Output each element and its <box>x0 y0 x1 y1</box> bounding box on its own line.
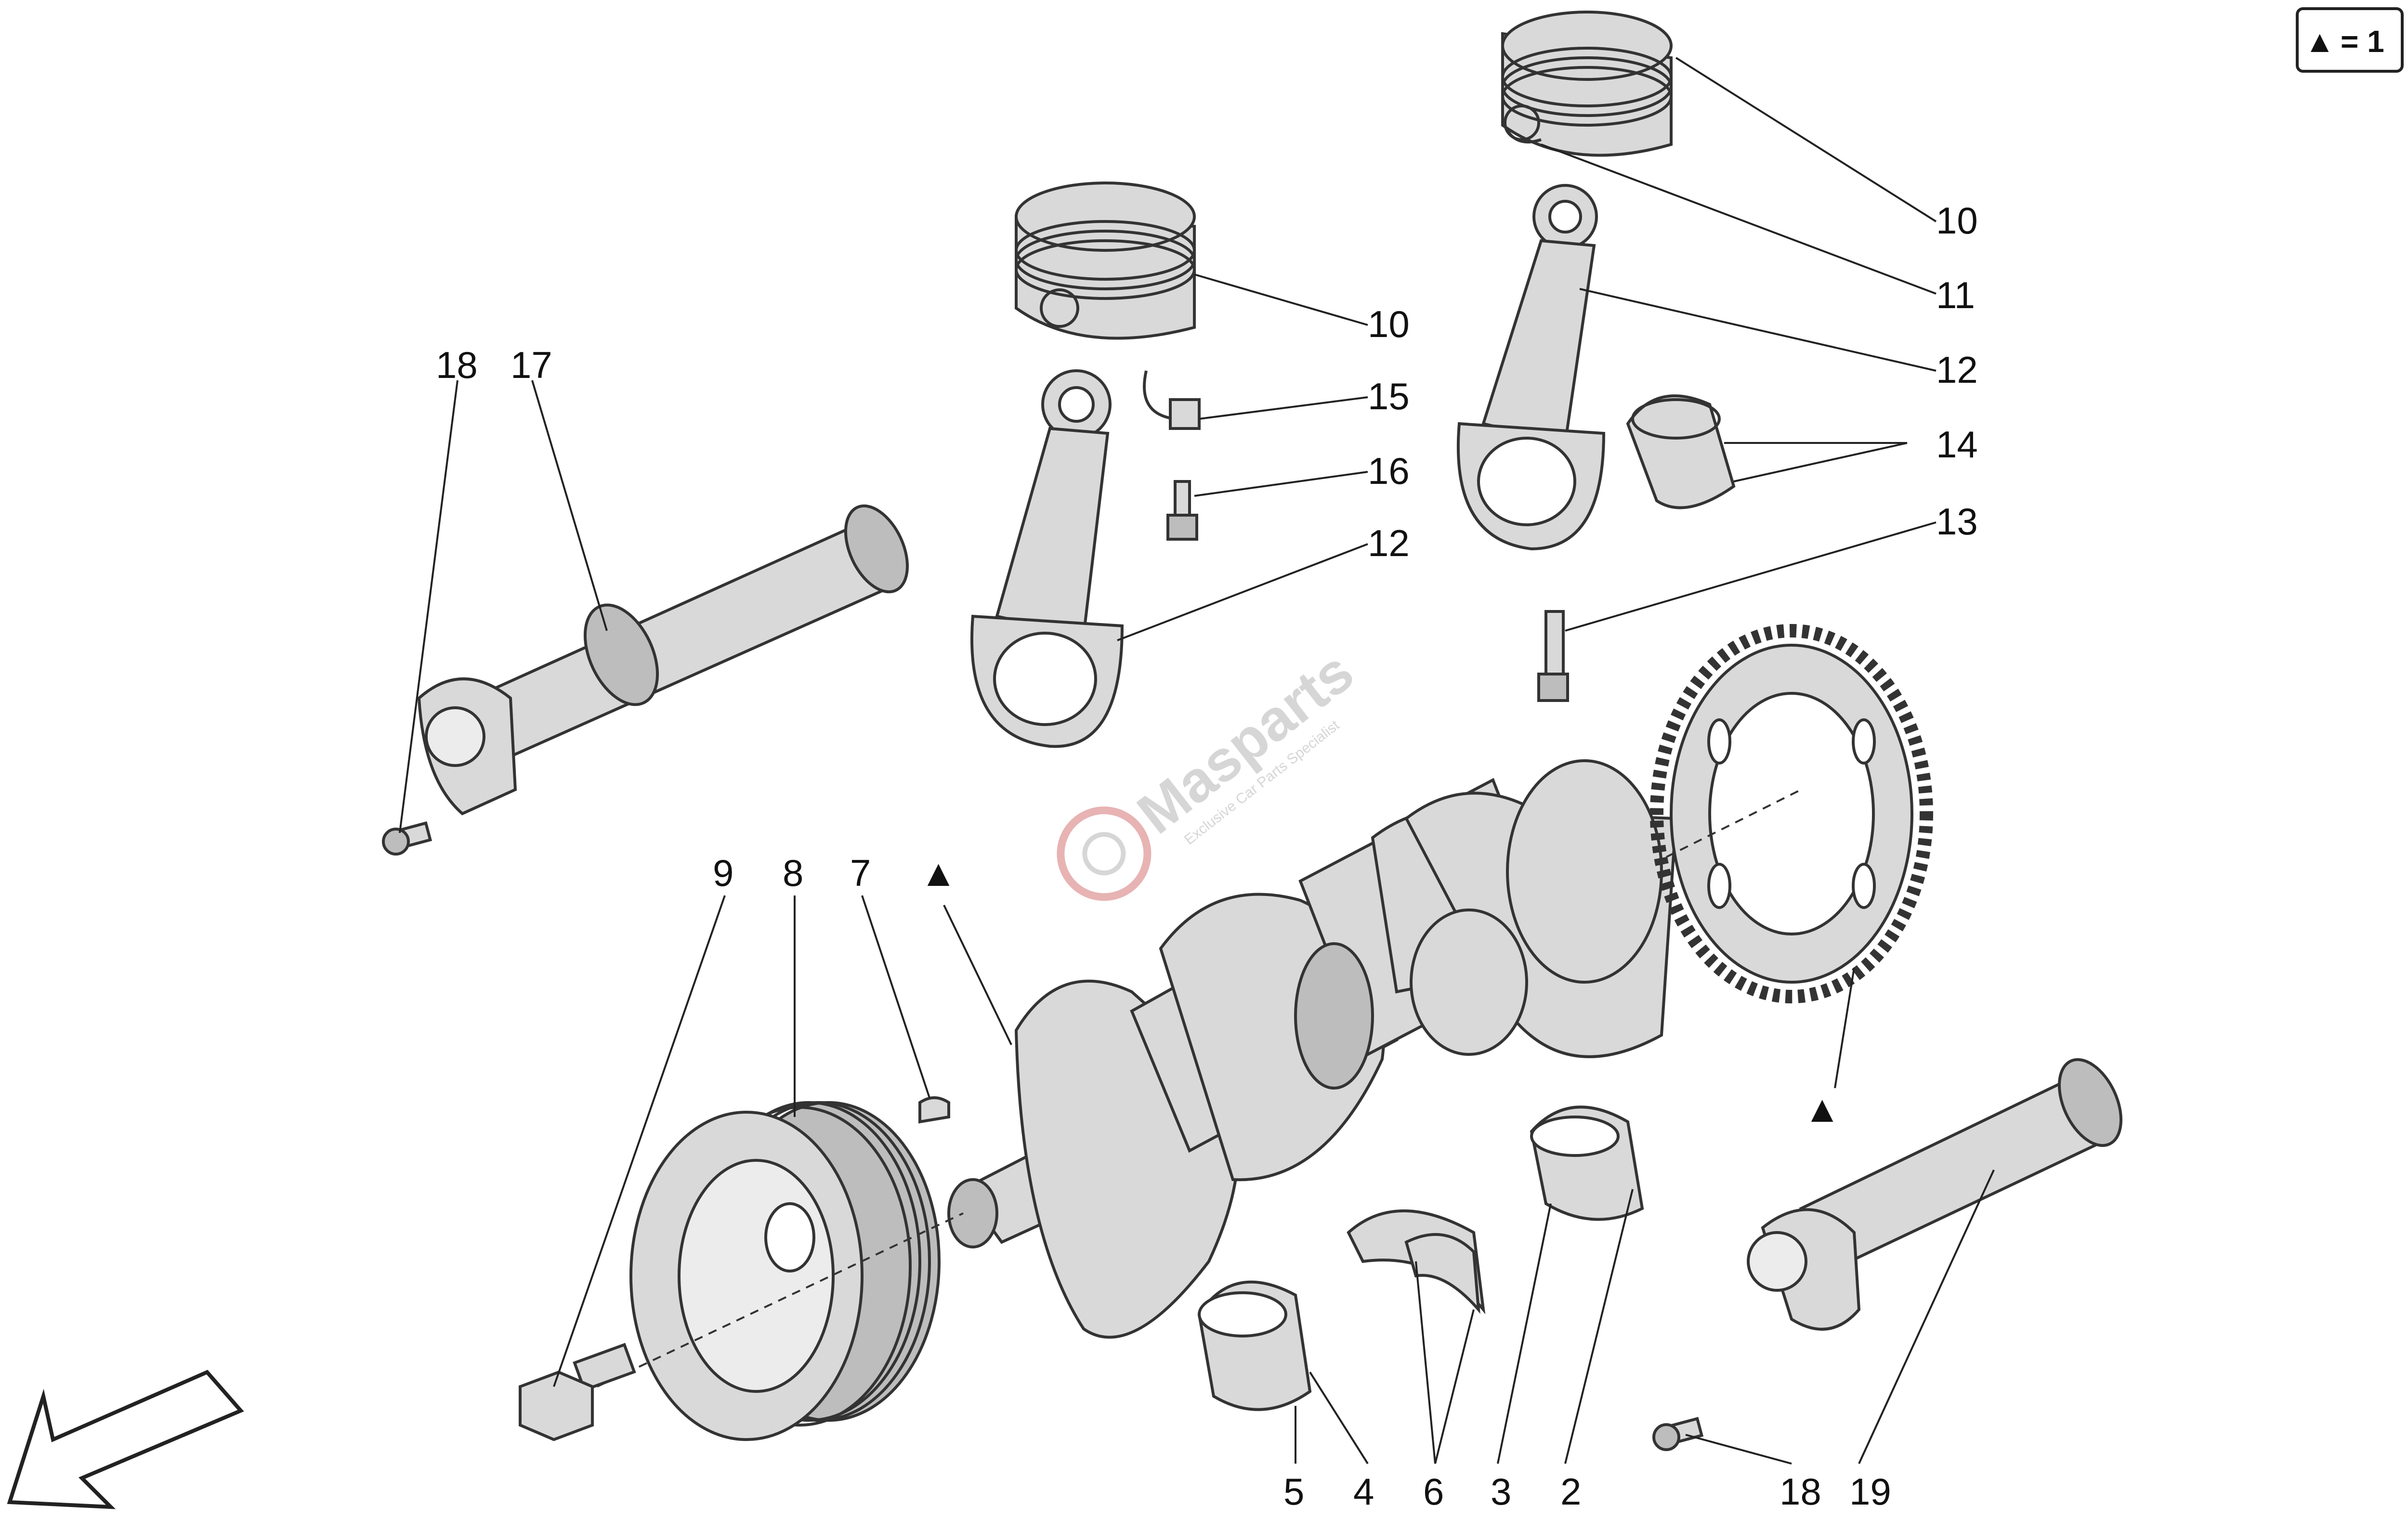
piston-pin-clip <box>1143 370 1201 541</box>
bolt-right <box>1652 1416 1704 1451</box>
legend-text: = 1 <box>2341 24 2384 59</box>
callout-10-right: 10 <box>1936 199 1978 242</box>
callout-6: 6 <box>1423 1470 1444 1513</box>
callout-2: 2 <box>1560 1470 1581 1513</box>
bolt-left <box>382 821 432 856</box>
callout-3: 3 <box>1491 1470 1511 1513</box>
piston-right <box>1501 11 1673 157</box>
balance-shaft-right <box>1747 1058 2123 1331</box>
crank-pulley <box>629 1101 941 1441</box>
pulley-bolt <box>519 1343 636 1441</box>
callout-9: 9 <box>713 852 733 894</box>
callout-5: 5 <box>1283 1470 1304 1513</box>
front-direction-arrow-icon <box>7 1370 244 1509</box>
axis-line-gear <box>1666 789 1802 858</box>
crankshaft <box>947 759 1678 1339</box>
callout-7: 7 <box>850 852 871 894</box>
callout-16: 16 <box>1368 450 1410 492</box>
gear-marker: ▲ <box>1804 1088 1841 1130</box>
rod-bolt <box>1537 610 1569 702</box>
callout-18-left: 18 <box>436 344 478 386</box>
piston-center <box>1015 182 1196 340</box>
snap-ring <box>1501 120 1542 143</box>
callout-17: 17 <box>510 344 552 386</box>
callout-18-right: 18 <box>1780 1470 1821 1513</box>
callout-11: 11 <box>1936 274 1975 316</box>
balance-shaft-left <box>417 504 909 816</box>
legend-box: ▲ = 1 <box>2296 7 2404 73</box>
watermark-logo-icon <box>1057 806 1152 901</box>
callout-13: 13 <box>1936 500 1978 543</box>
callout-15: 15 <box>1368 375 1410 417</box>
callout-19: 19 <box>1849 1470 1891 1513</box>
crank-marker: ▲ <box>920 852 957 894</box>
thrust-washer-6 <box>1347 1209 1486 1314</box>
tone-wheel <box>1650 624 1933 1003</box>
connecting-rod-center <box>970 369 1124 748</box>
callout-8: 8 <box>783 852 803 894</box>
callout-12-right: 12 <box>1936 349 1978 391</box>
callout-4: 4 <box>1353 1470 1374 1513</box>
watermark-brand: Masparts <box>1125 639 1365 846</box>
main-bearing-shell-5 <box>1197 1280 1312 1411</box>
main-bearing-shell-3 <box>1530 1105 1644 1221</box>
legend-symbol: ▲ <box>2304 24 2335 59</box>
connecting-rod-right <box>1456 184 1606 551</box>
callout-12-center: 12 <box>1368 522 1410 564</box>
callout-10-center: 10 <box>1368 303 1410 345</box>
rod-bearing-shells <box>1626 394 1736 509</box>
callout-14: 14 <box>1936 423 1978 466</box>
axis-line-pulley <box>597 1212 964 1388</box>
leader-lines <box>399 57 1995 1465</box>
woodruff-key <box>918 1096 950 1124</box>
